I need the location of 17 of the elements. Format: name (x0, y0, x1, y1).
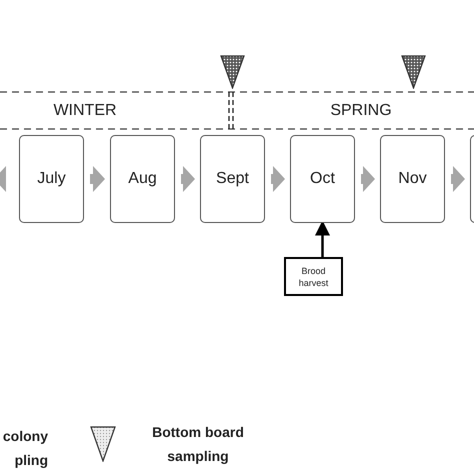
month-box: Sept (200, 135, 265, 223)
block-arrow (271, 166, 285, 192)
block-arrow (181, 166, 195, 192)
block-arrow (0, 166, 6, 192)
block-arrow (451, 166, 465, 192)
legend-text: Bottom board sampling (151, 423, 245, 466)
arrow (315, 220, 330, 257)
block-arrow (90, 166, 105, 192)
season-label: WINTER (52, 101, 118, 121)
block-arrow (361, 166, 375, 192)
month-box: Nov (380, 135, 445, 223)
legend-text: colony pling (2, 427, 48, 470)
event-box: Brood harvest (284, 257, 343, 296)
month-box: Oct (290, 135, 355, 223)
month-box: Aug (110, 135, 175, 223)
month-box: July (19, 135, 84, 223)
season-label: SPRING (329, 101, 393, 121)
